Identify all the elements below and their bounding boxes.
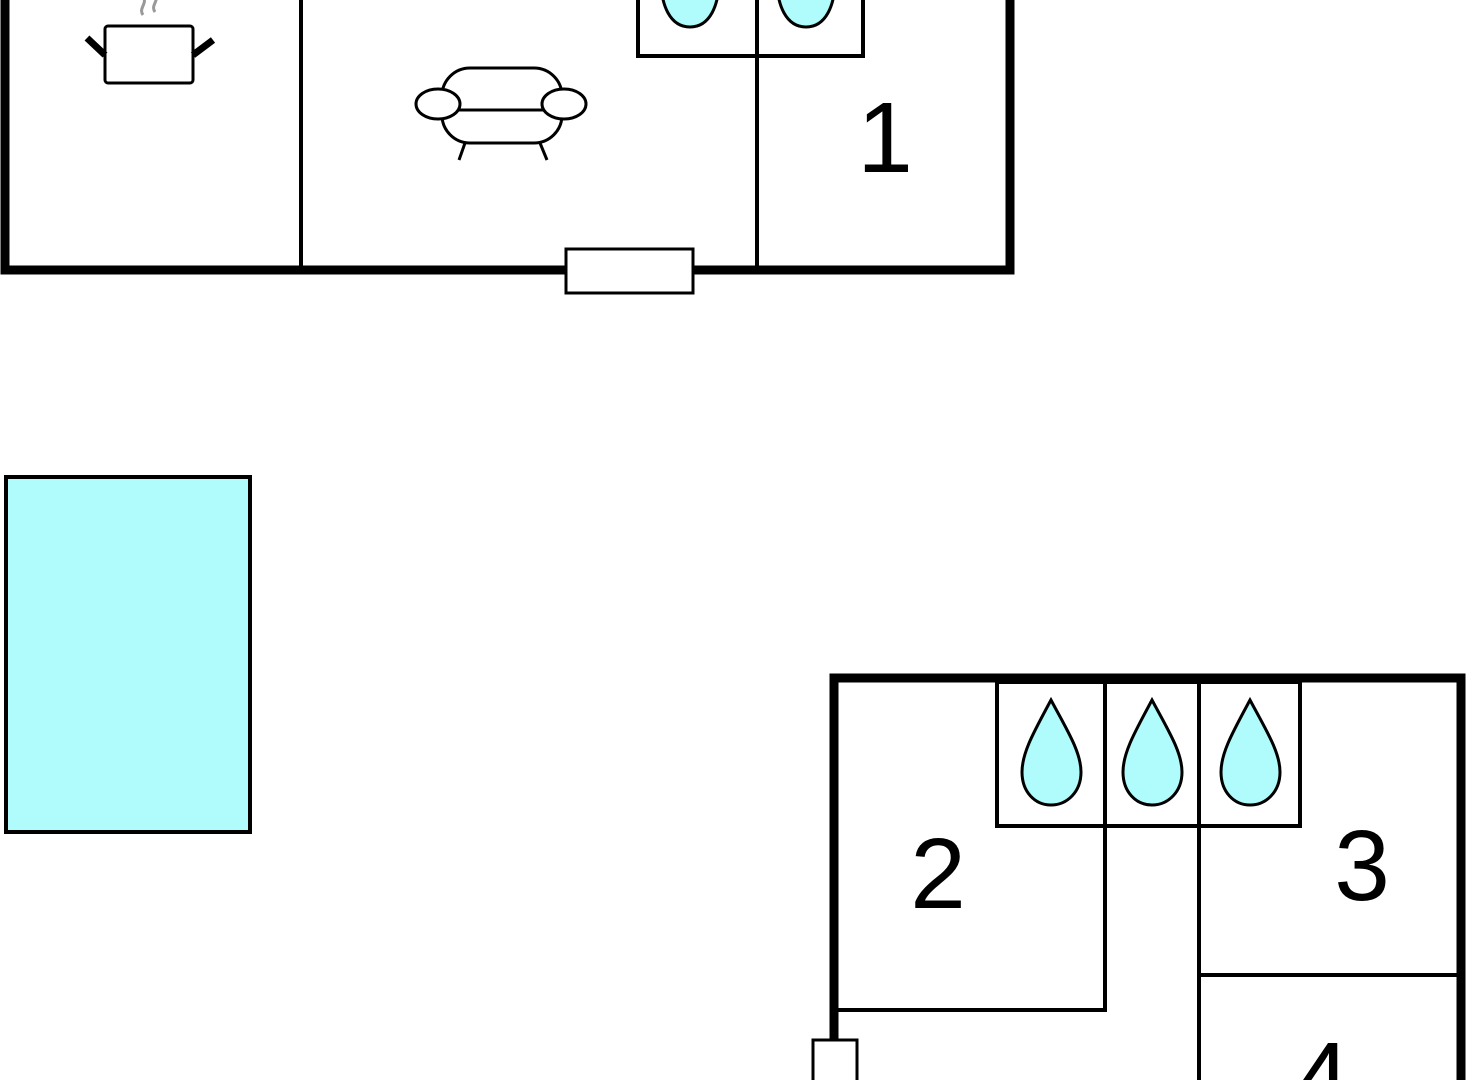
room-number-1: 1 [857,82,913,194]
upper-outer-wall [0,0,1015,275]
water-drop-icon [777,0,835,29]
room-number-3: 3 [1334,810,1390,922]
room-number-4: 4 [1294,1022,1350,1080]
room-number-2: 2 [910,818,966,930]
upper-bathroom-box [636,0,865,58]
door-icon [811,1038,859,1080]
kitchen-pot-icon [84,0,216,85]
lower-bathroom [995,680,1302,828]
lower-bathroom-box [995,680,1302,828]
door-icon [564,247,695,295]
upper-bathroom [636,0,865,58]
sofa-icon [414,66,588,161]
water-drop-icon [1219,696,1282,807]
water-drop-icon [1121,696,1184,807]
pool [4,475,252,834]
upper-building: 1 [0,0,1015,295]
water-drop-icon [1020,696,1083,807]
room2-wall [836,824,1107,1012]
water-drop-icon [661,0,719,29]
lower-outer-wall [829,673,1466,1080]
lower-building: 2 3 4 [811,673,1466,1080]
